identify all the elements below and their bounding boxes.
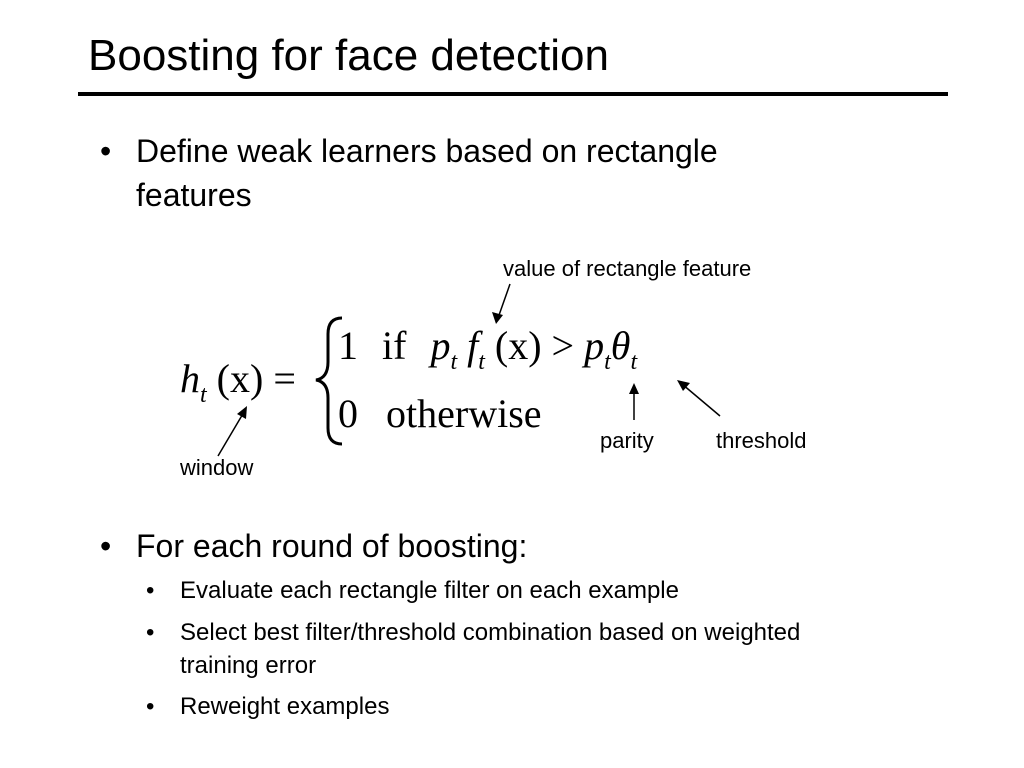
bullet-dot: • [100,133,112,169]
formula-case2-text: otherwise [386,391,542,436]
formula-theta: θ [610,323,631,368]
subitem-text: Evaluate each rectangle filter on each e… [180,577,679,604]
formula-case2-value: 0 [338,391,358,436]
subitem-dot: • [146,693,155,720]
annotation-window: window [180,455,254,480]
formula-p2: p [584,323,605,368]
formula-case1-arg: (x) > [494,323,575,368]
title-underline [78,92,948,96]
formula-case-1: 1 if pt ft (x) > ptθt [338,322,637,375]
bullet-boosting-rounds: • For each round of boosting: [100,525,960,569]
subitem-select-best: • Select best filter/threshold combinati… [146,616,966,684]
annotation-threshold: threshold [716,428,807,453]
arrow-threshold [681,383,721,417]
arrow-window-head [237,406,247,419]
formula-f-subscript: t [478,349,485,375]
bullet-dot: • [100,528,112,564]
bullet-text: For each round of boosting: [136,528,528,564]
formula-case1-value: 1 [338,323,358,368]
bullet-text-line-1: Define weak learners based on rectangle [136,133,718,169]
formula-p: p [430,323,451,368]
subitem-text-line-1: Select best filter/threshold combination… [180,619,801,646]
annotation-feature-value: value of rectangle feature [503,256,752,281]
subitem-evaluate: • Evaluate each rectangle filter on each… [146,574,966,608]
arrow-feature [497,283,511,319]
arrow-feature-head [492,312,503,324]
formula-lhs-arg: (x) = [216,356,296,401]
slide-title: Boosting for face detection [88,31,609,80]
arrow-window [217,411,245,457]
bullet-text-line-2: features [136,177,252,213]
formula-p-subscript: t [450,349,458,375]
subitem-reweight: • Reweight examples [146,690,966,724]
formula-left-brace [315,316,343,446]
bullet-weak-learners: • Define weak learners based on rectangl… [100,130,960,218]
formula-case1-if: if [382,323,407,368]
subitem-text: Reweight examples [180,693,390,720]
formula-h: h [180,356,200,401]
arrow-parity-head [629,383,639,394]
formula-f: f [467,323,479,368]
annotation-parity: parity [600,428,654,453]
subitem-dot: • [146,619,155,646]
subitem-text-line-2: training error [180,652,317,679]
formula-h-subscript: t [200,382,207,408]
arrow-threshold-head [677,380,690,391]
formula-lhs: ht (x) = [180,355,296,408]
formula-theta-subscript: t [630,349,638,375]
subitem-dot: • [146,577,155,604]
formula-p2-subscript: t [604,349,611,375]
formula-case-2: 0 otherwise [338,390,542,437]
